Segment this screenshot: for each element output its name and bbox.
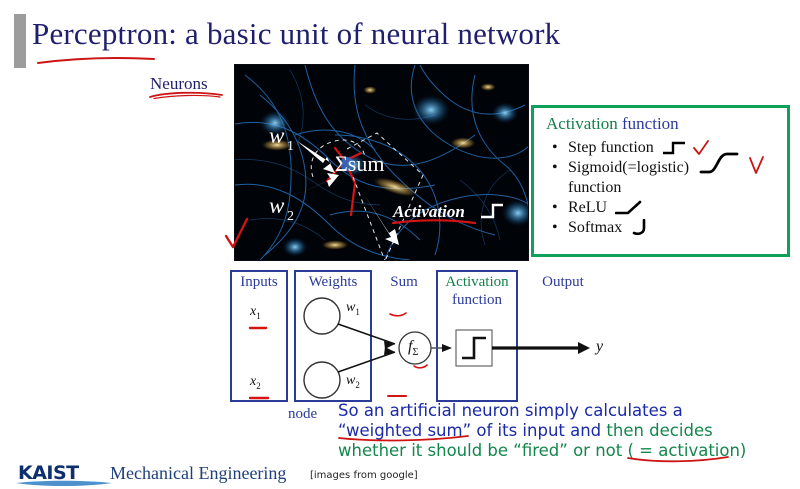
- image-credit-note: [images from google]: [310, 470, 418, 481]
- handwritten-line-1-text: So an artificial neuron simply calculate…: [338, 401, 683, 420]
- page-title-rest: a basic unit of neural network: [177, 16, 561, 51]
- activation-box-heading: Activation function: [546, 114, 679, 134]
- activation-heading-word1: Activation: [546, 114, 618, 133]
- list-item-continuation: function: [546, 178, 786, 198]
- svg-text:1: 1: [287, 139, 294, 154]
- activation-function-list: • Step function • Sigmoid(=logistic) fun…: [546, 138, 786, 238]
- handwritten-line-2-green: then decides: [606, 421, 713, 440]
- activation-function-box: Activation function • Step function • Si…: [531, 105, 790, 257]
- activation-column-box: [436, 270, 518, 402]
- page-title-colon: :: [168, 16, 178, 51]
- handwritten-line-3-text: whether it should be “fired” or not ( = …: [338, 441, 747, 460]
- bullet-icon: •: [552, 139, 558, 156]
- column-header-activation-word1: Activation: [445, 274, 509, 290]
- footer-department: Mechanical Engineering: [110, 463, 287, 483]
- page-title-keyword: Perceptron: [32, 16, 169, 51]
- page-title: Perceptron: a basic unit of neural netwo…: [32, 16, 560, 52]
- svg-text:w: w: [269, 193, 285, 218]
- node-label: node: [288, 406, 318, 422]
- title-accent-bar: [14, 14, 26, 68]
- handwritten-line-2-blue: “weighted sum” of its input and: [338, 421, 607, 440]
- output-variable-y: y: [596, 338, 604, 355]
- red-checkmark-icon: [749, 156, 764, 174]
- column-header-output: Output: [542, 274, 584, 290]
- bullet-icon: •: [552, 199, 558, 216]
- handwritten-line-1: So an artificial neuron simply calculate…: [338, 401, 798, 421]
- list-item-label: ReLU: [568, 199, 608, 216]
- column-header-weights: Weights: [308, 274, 358, 290]
- relu-curve-icon: [615, 201, 642, 215]
- handwritten-line-3: whether it should be “fired” or not ( = …: [338, 441, 798, 463]
- list-item: • ReLU: [546, 198, 786, 218]
- inputs-column-box: [230, 270, 288, 402]
- photo-red-checkmark: [224, 217, 249, 249]
- input-variable-x2: x2: [250, 374, 261, 391]
- list-item-label-second-line: function: [568, 179, 622, 196]
- sum-node-label: fΣ: [408, 338, 419, 359]
- handwritten-note: So an artificial neuron simply calculate…: [338, 401, 798, 463]
- neurons-underline-annotation: [149, 91, 223, 100]
- input-variable-x1: x1: [250, 304, 261, 321]
- weight-variable-w1: w1: [346, 300, 360, 317]
- svg-text:Σsum: Σsum: [335, 151, 384, 176]
- red-checkmark-icon: [692, 140, 709, 156]
- list-item: • Softmax: [546, 218, 786, 238]
- bullet-icon: •: [552, 159, 558, 176]
- list-item-label: Softmax: [568, 219, 623, 236]
- step-function-curve-icon: [662, 142, 685, 155]
- column-header-activation-word2: function: [452, 292, 502, 308]
- bullet-icon: •: [552, 219, 558, 236]
- neuron-photograph: w 1 w 2 Σsum Activation: [234, 64, 529, 261]
- column-header-sum: Sum: [390, 274, 418, 290]
- weighted-sum-underline-annotation: [338, 435, 469, 442]
- neurons-label: Neurons: [150, 74, 208, 93]
- softmax-curve-icon: [632, 219, 646, 236]
- weight-variable-w2: w2: [346, 373, 360, 390]
- kaist-logo-swoosh: [16, 480, 112, 486]
- activation-underline-annotation: [627, 456, 729, 463]
- activation-heading-word2: function: [622, 114, 679, 133]
- kaist-logo: KAIST: [18, 462, 79, 484]
- list-item: • Sigmoid(=logistic): [546, 158, 786, 178]
- sigmoid-curve-icon: [699, 152, 739, 174]
- title-underline-annotation: [37, 56, 155, 64]
- svg-text:2: 2: [287, 209, 294, 224]
- perceptron-diagram: Inputs Weights Sum Activation function O…: [228, 268, 628, 413]
- list-item-label: Sigmoid(=logistic): [568, 159, 690, 176]
- list-item-label: Step function: [568, 139, 654, 156]
- column-header-inputs: Inputs: [240, 274, 278, 290]
- handwritten-line-2: “weighted sum” of its input and then dec…: [338, 421, 798, 442]
- svg-text:w: w: [269, 123, 285, 148]
- svg-text:Activation: Activation: [392, 202, 465, 221]
- list-item: • Step function: [546, 138, 786, 158]
